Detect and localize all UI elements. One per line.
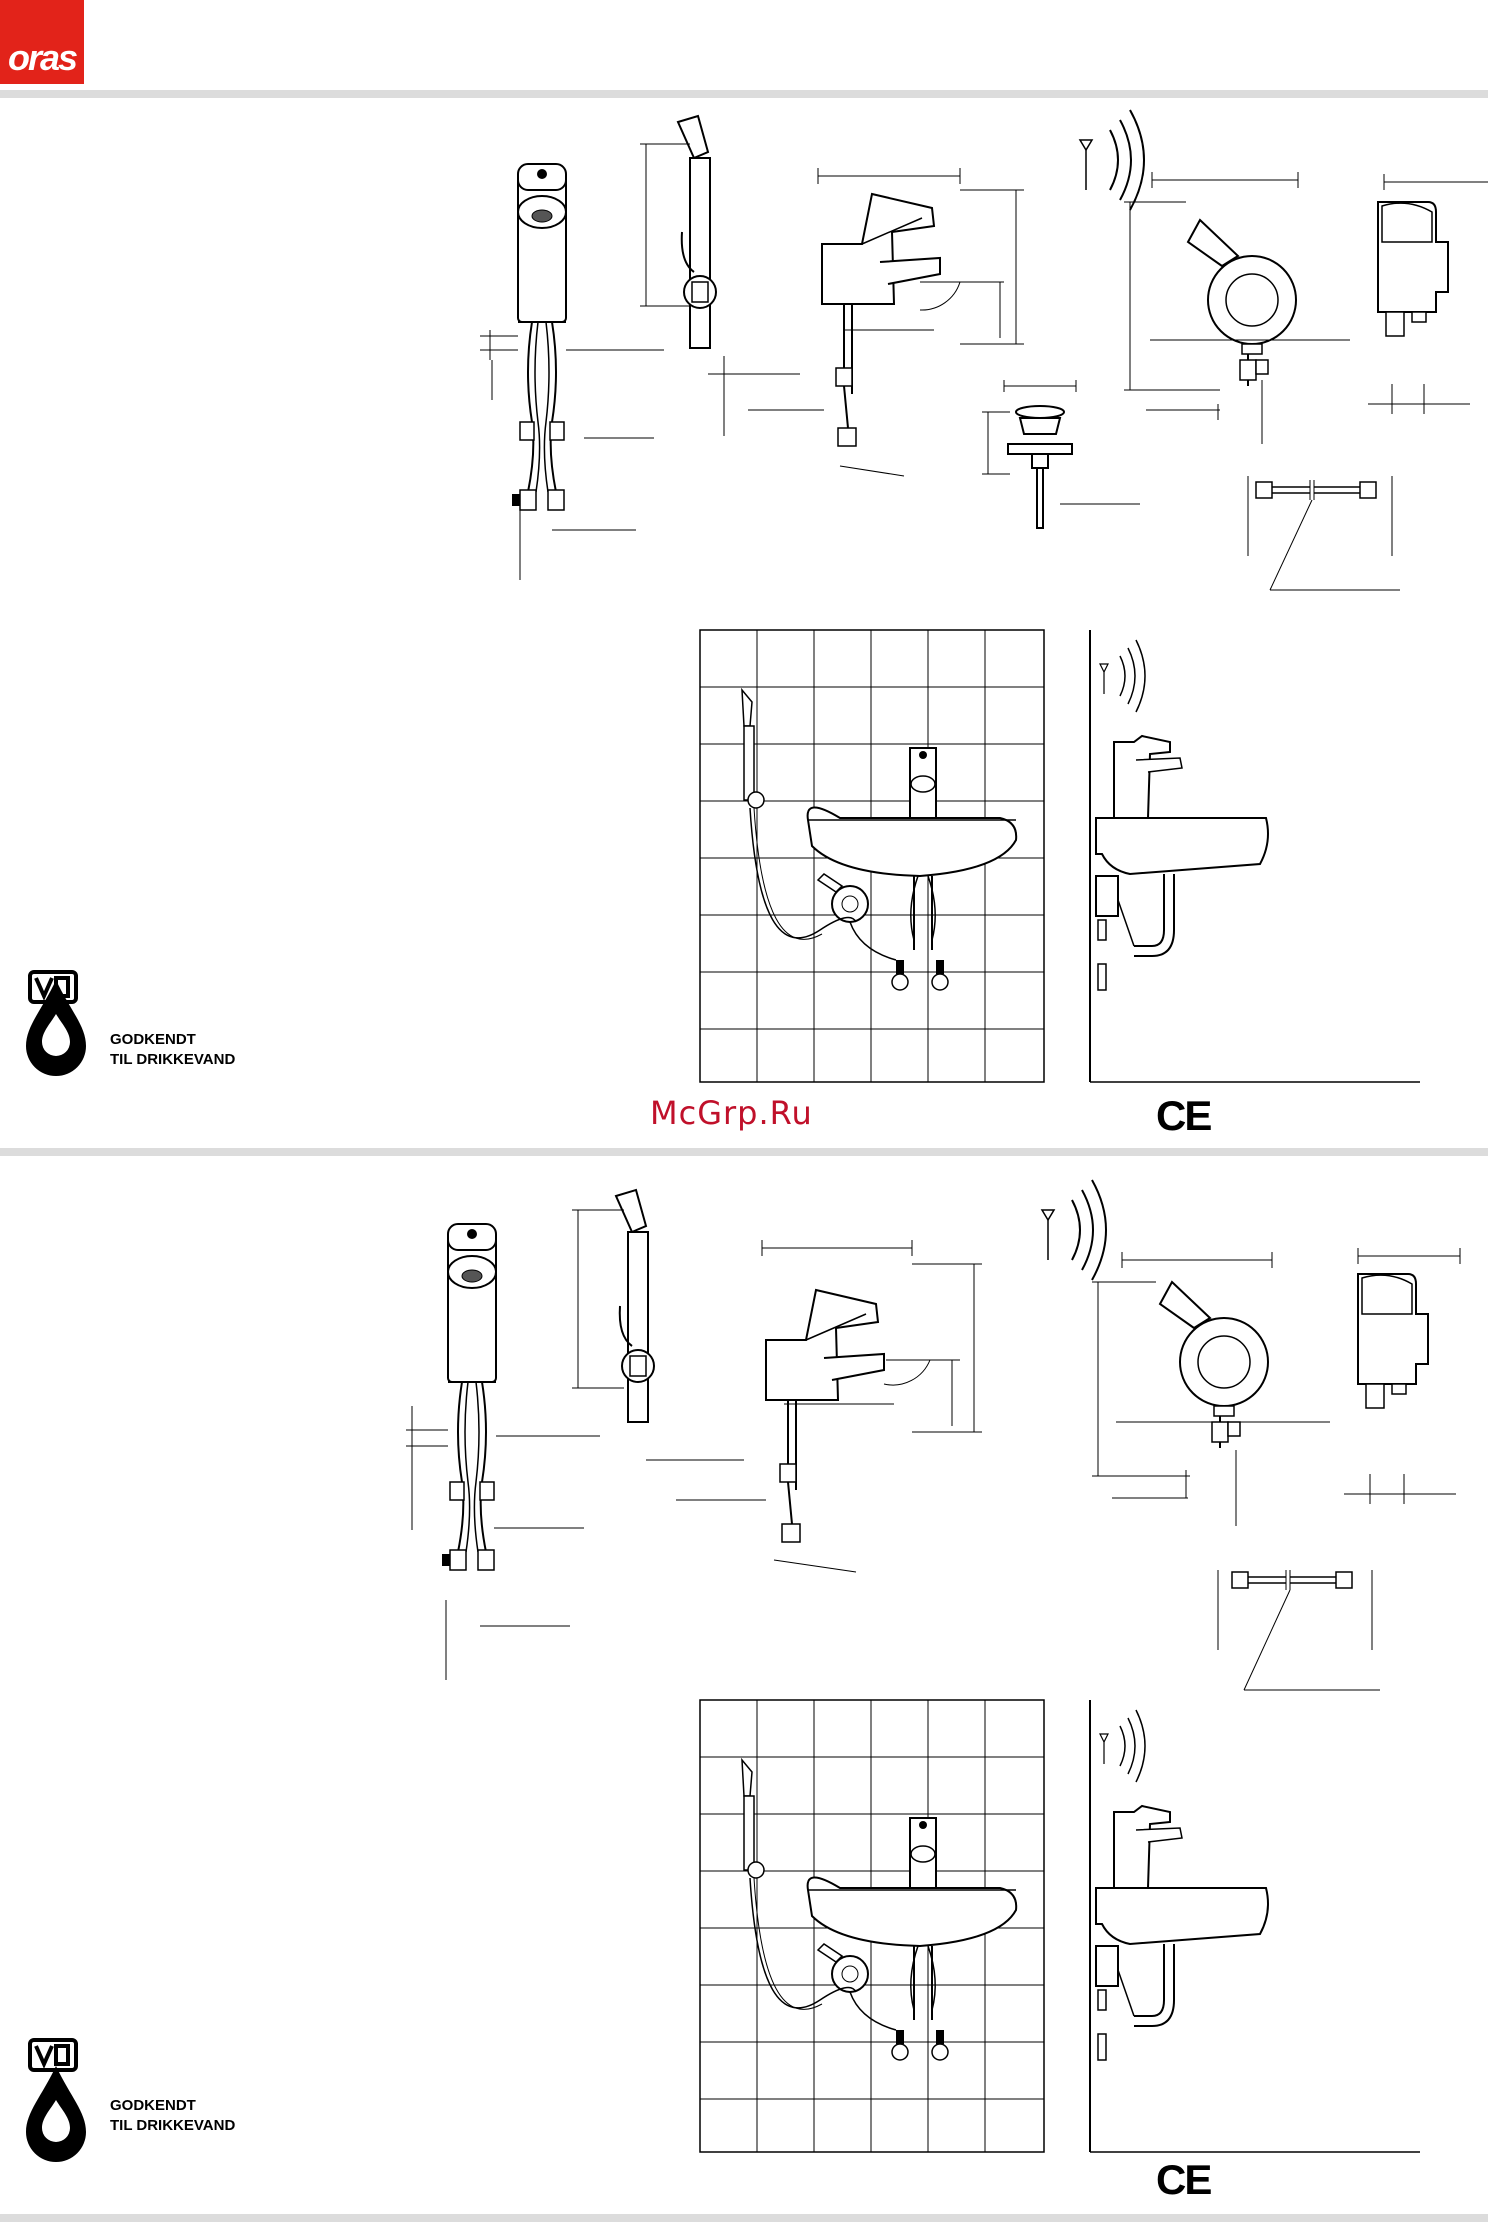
control-unit-front-top: [1188, 220, 1296, 386]
water-drop-icon-bottom: [26, 2066, 86, 2162]
hand-shower-bottom: [616, 1190, 654, 1422]
radio-signal-icon-top: [1080, 110, 1144, 210]
ce-mark-icon-bottom: CE: [1156, 2156, 1210, 2204]
approval-line1: GODKENDT: [110, 1030, 235, 1050]
drain-plug-top: [1008, 406, 1072, 528]
watermark-text: McGrp.Ru: [650, 1094, 813, 1132]
faucet-side-view-top: [822, 194, 940, 446]
connection-hose-top: [1256, 480, 1376, 500]
approval-line2: TIL DRIKKEVAND: [110, 1050, 235, 1070]
faucet-front-view-top: [512, 164, 566, 510]
installation-side-view-bottom: [1090, 1700, 1420, 2152]
approval-line2: TIL DRIKKEVAND: [110, 2116, 235, 2136]
approval-line1: GODKENDT: [110, 2096, 235, 2116]
approval-label-top: GODKENDT TIL DRIKKEVAND: [110, 1030, 235, 1070]
approval-label-bottom: GODKENDT TIL DRIKKEVAND: [110, 2096, 235, 2136]
ce-mark-icon: CE: [1156, 1092, 1210, 1140]
control-unit-side-top: [1378, 202, 1448, 336]
vd-mark-icon-bottom: [30, 2040, 76, 2070]
faucet-front-view-bottom: [442, 1224, 496, 1570]
installation-wall-view-bottom: [700, 1700, 1044, 2152]
installation-side-view-top: [1090, 630, 1420, 1082]
control-unit-side-bottom: [1358, 1274, 1428, 1408]
hand-shower-top: [678, 116, 716, 348]
radio-signal-icon-bottom: [1042, 1180, 1106, 1280]
control-unit-front-bottom: [1160, 1282, 1268, 1448]
installation-wall-view-top: [700, 630, 1044, 1082]
faucet-side-view-bottom: [766, 1290, 884, 1542]
connection-hose-bottom: [1232, 1570, 1352, 1590]
